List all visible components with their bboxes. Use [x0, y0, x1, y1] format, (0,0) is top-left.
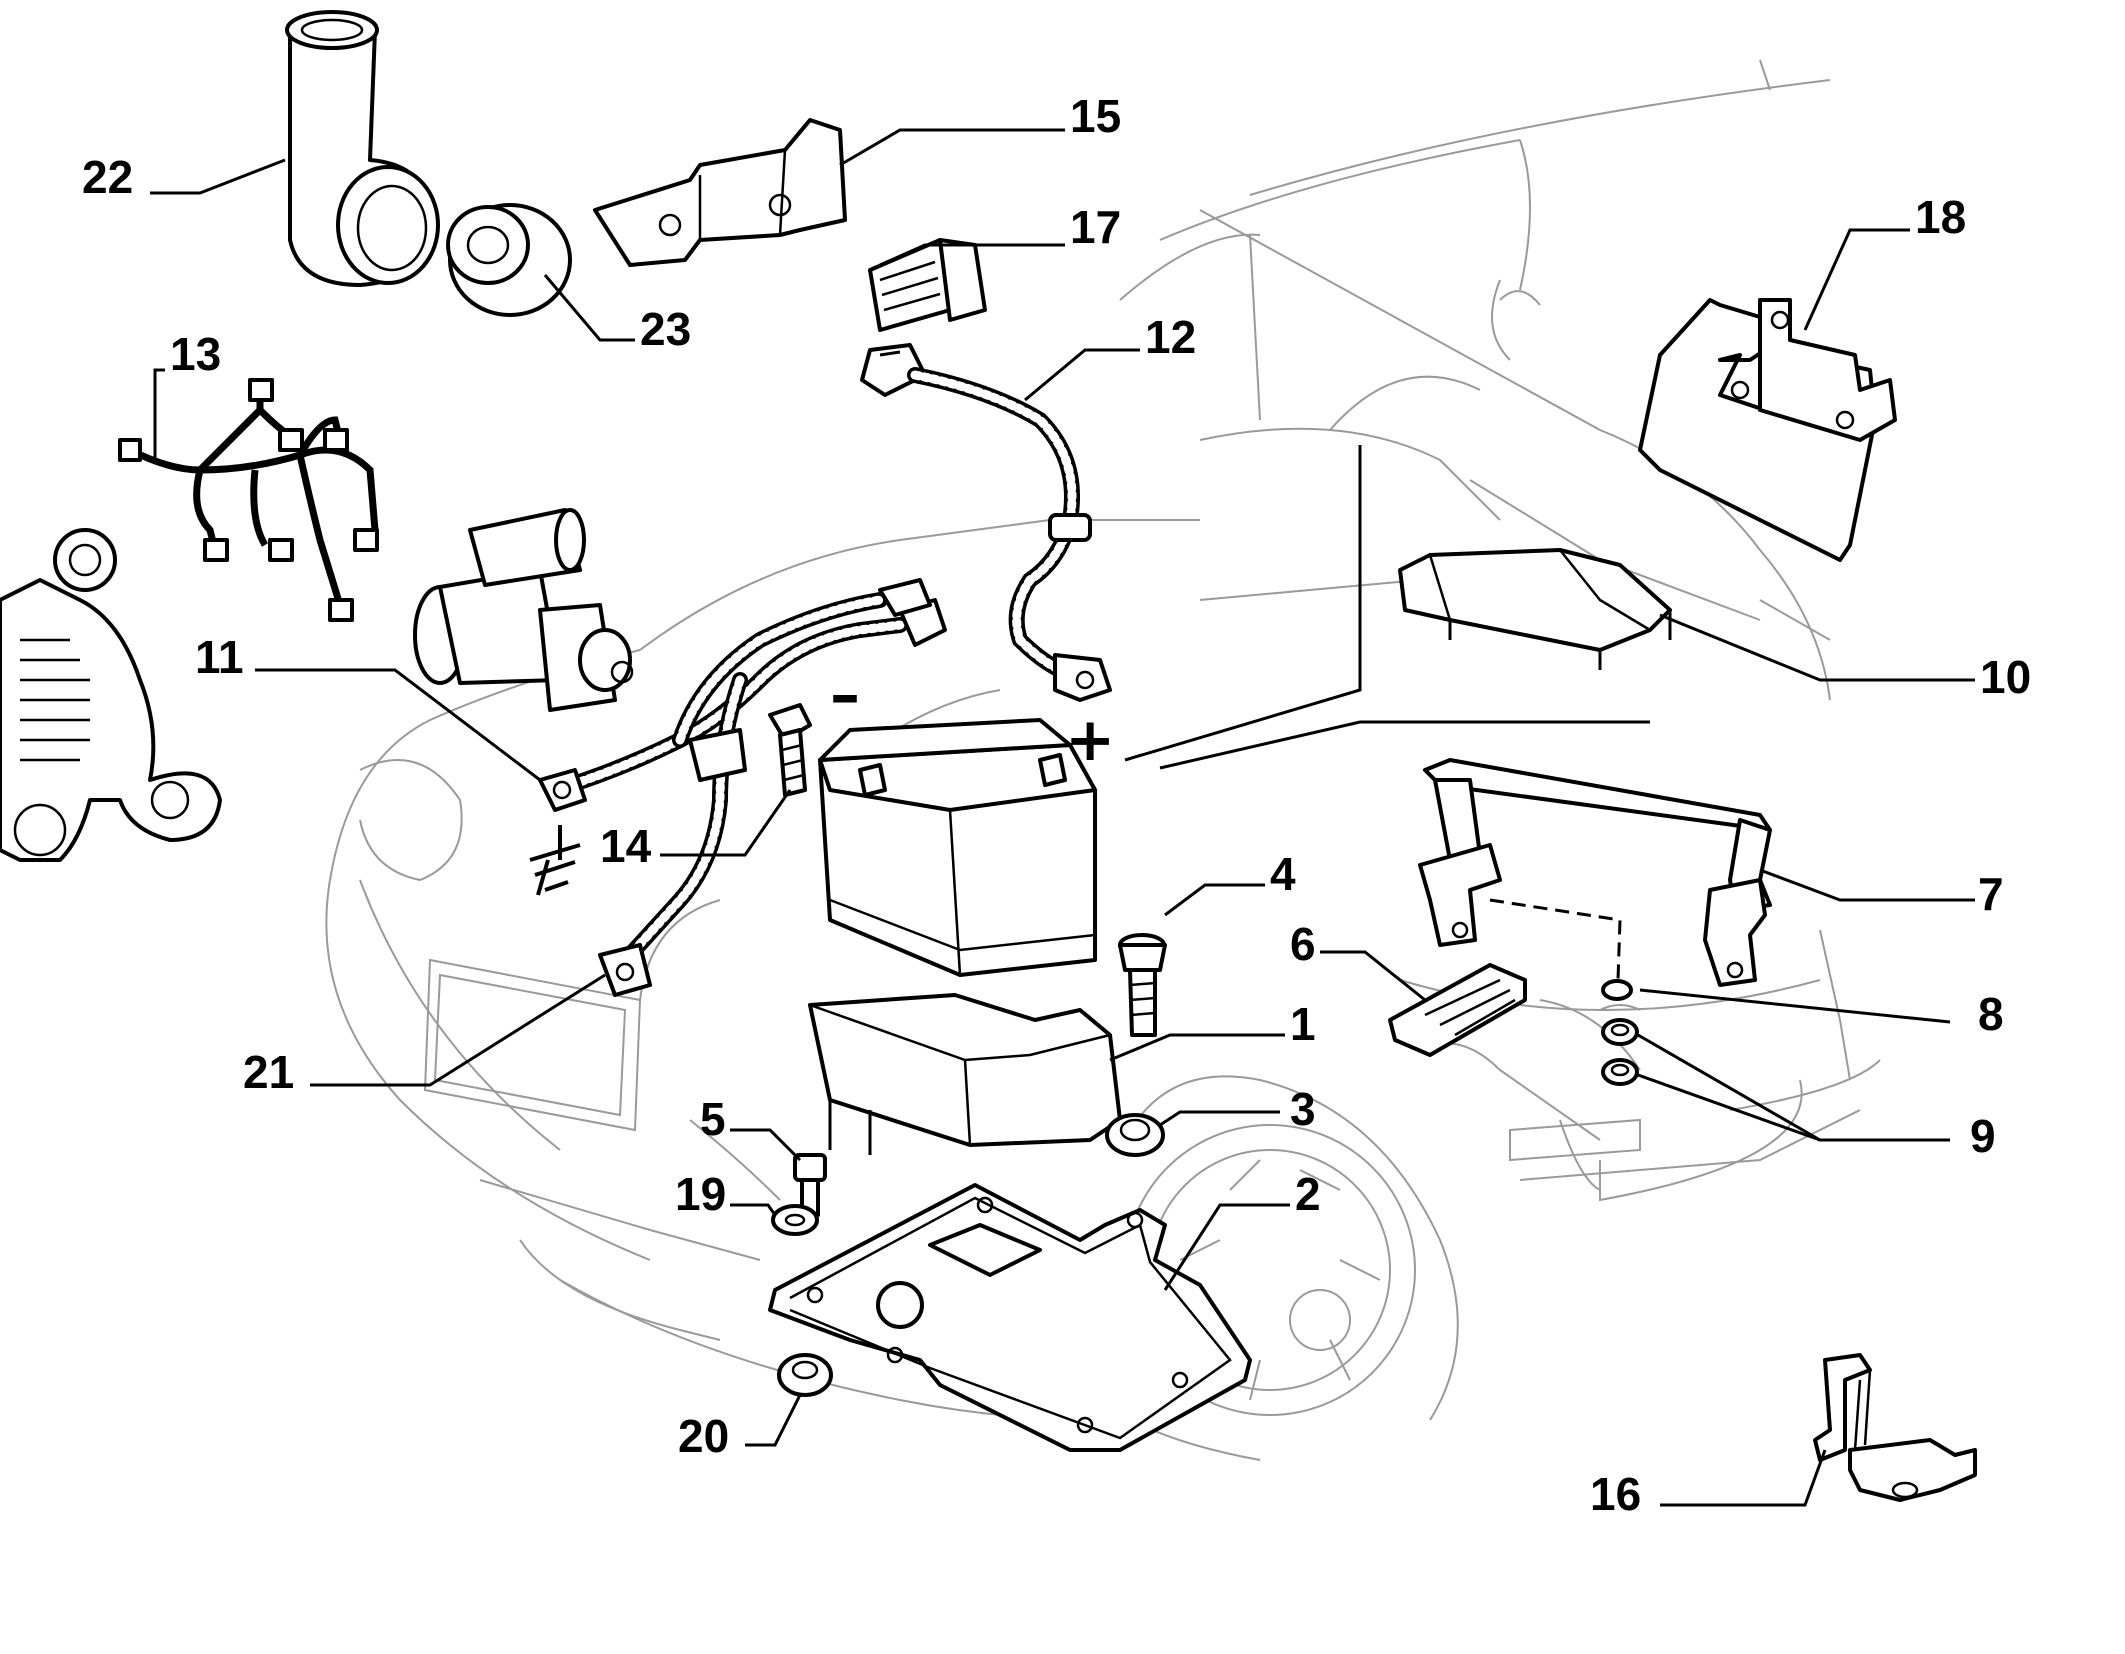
- callout-9: 9: [1970, 1110, 1996, 1162]
- callout-6: 6: [1290, 918, 1316, 970]
- callout-2: 2: [1295, 1168, 1321, 1220]
- callout-22: 22: [82, 151, 133, 203]
- callout-8: 8: [1978, 988, 2004, 1040]
- callout-11: 11: [195, 631, 244, 683]
- part-9-washers: [1601, 1018, 1639, 1086]
- callout-12: 12: [1145, 311, 1196, 363]
- callout-21: 21: [243, 1046, 294, 1098]
- callout-5: 5: [700, 1093, 726, 1145]
- callout-13: 13: [170, 328, 221, 380]
- part-4-stud-bolt: [1118, 933, 1167, 1037]
- ground-symbol-icon: [529, 825, 581, 896]
- part-15-bracket: [593, 118, 847, 267]
- negative-terminal-symbol: –: [830, 660, 860, 730]
- part-23-grommet: [446, 203, 572, 317]
- callout-17: 17: [1070, 201, 1121, 253]
- part-11-ground-cable: [538, 578, 947, 812]
- part-18-mounting-plate: [1638, 298, 1897, 562]
- callout-15: 15: [1070, 90, 1121, 142]
- callout-1: 1: [1290, 998, 1316, 1050]
- part-19-washer: [771, 1204, 819, 1236]
- callout-19: 19: [675, 1168, 726, 1220]
- callout-16: 16: [1590, 1468, 1641, 1520]
- part-12-positive-cable: [860, 343, 1112, 702]
- part-7-clamp-strap: [1418, 758, 1772, 987]
- callout-14: 14: [600, 820, 652, 872]
- callout-numbers: 22 23 15 17 12 18 13 10 11 14 4 6 7 1 8 …: [82, 90, 2031, 1520]
- part-22-hose-elbow: [285, 10, 440, 287]
- callout-23: 23: [640, 303, 691, 355]
- part-2-base-plate: [768, 1183, 1252, 1452]
- callout-10: 10: [1980, 651, 2031, 703]
- battery: [818, 718, 1097, 977]
- vehicle-outline-background: [325, 59, 1881, 1461]
- part-17-bolt: [868, 238, 987, 332]
- part-10-cover: [1398, 548, 1672, 670]
- callout-leader-lines: [150, 128, 1975, 1507]
- positive-terminal-symbol: +: [1065, 705, 1115, 775]
- callout-3: 3: [1290, 1083, 1316, 1135]
- callout-18: 18: [1915, 191, 1966, 243]
- callout-7: 7: [1978, 868, 2004, 920]
- callout-20: 20: [678, 1410, 729, 1462]
- part-21-cable-eye: [598, 672, 748, 997]
- part-8-washer: [1601, 979, 1633, 1001]
- part-16-clip: [1813, 1353, 1977, 1502]
- callout-4: 4: [1270, 848, 1296, 900]
- part-13-wiring-harness: [118, 378, 379, 622]
- starter-motor: [413, 508, 634, 712]
- part-1-battery-tray: [808, 993, 1122, 1155]
- part-3-nut: [1105, 1113, 1165, 1157]
- part-20-nut: [777, 1353, 833, 1397]
- part-6-clamp-block: [1388, 963, 1527, 1057]
- part-14-bolt: [768, 703, 812, 797]
- alternator-unit: [0, 528, 222, 862]
